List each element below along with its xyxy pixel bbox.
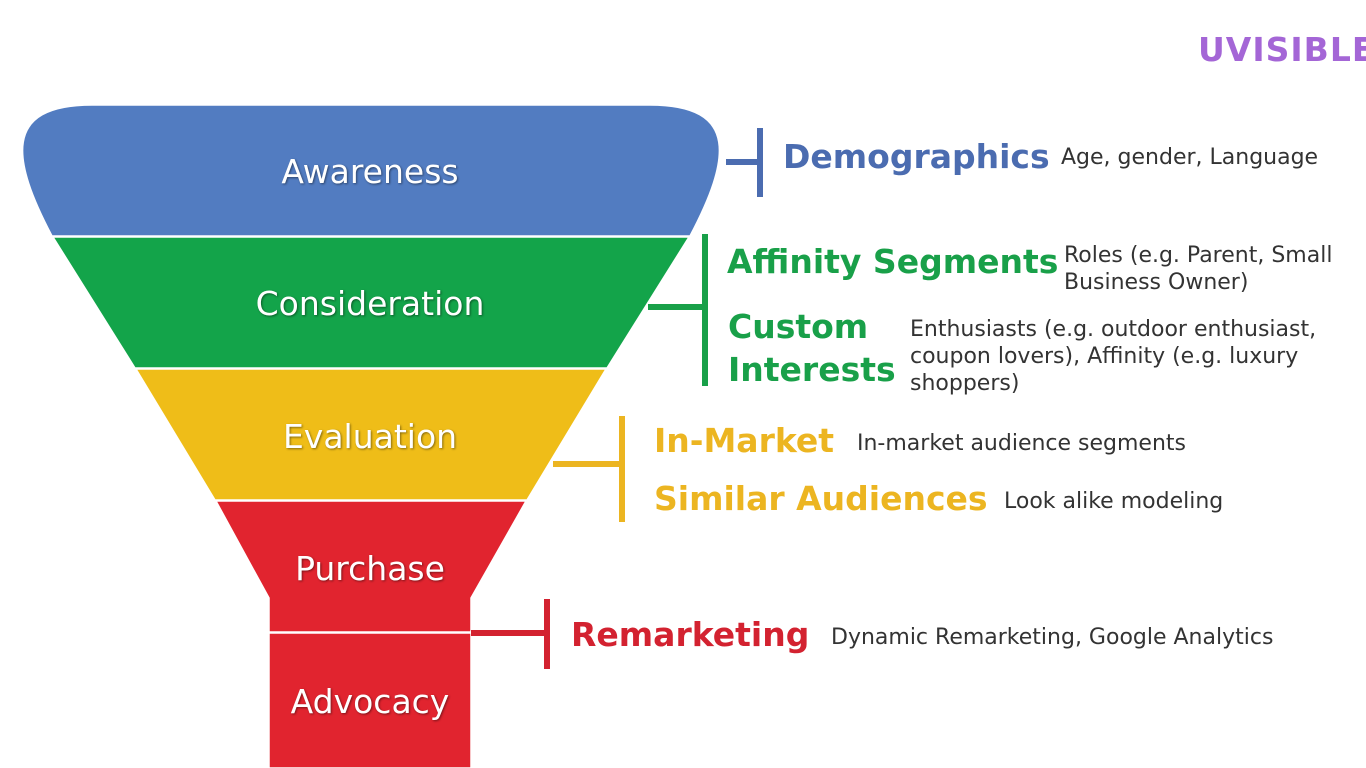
segment-desc-custom-interests: Enthusiasts (e.g. outdoor enthusiast, co… bbox=[910, 316, 1360, 397]
segment-desc-remarketing: Dynamic Remarketing, Google Analytics bbox=[831, 625, 1274, 650]
funnel-stage-evaluation bbox=[134, 368, 608, 501]
segment-desc-custom-interests-line-1: Enthusiasts (e.g. outdoor enthusiast, bbox=[910, 317, 1317, 342]
bracket-remarketing bbox=[471, 599, 550, 669]
segment-title-custom-interests-line-1: Custom bbox=[728, 307, 869, 346]
segment-title-custom-interests-line-2: Interests bbox=[728, 350, 896, 389]
segment-desc-affinity: Roles (e.g. Parent, Small Business Owner… bbox=[1064, 242, 1364, 296]
segment-desc-affinity-line-1: Roles (e.g. Parent, Small bbox=[1064, 243, 1333, 268]
segment-title-affinity: Affinity Segments bbox=[727, 242, 1059, 281]
bracket-demographics bbox=[726, 128, 763, 197]
funnel-stage-consideration bbox=[51, 236, 691, 369]
segment-desc-similar-audiences: Look alike modeling bbox=[1004, 489, 1224, 514]
segment-desc-in-market: In-market audience segments bbox=[857, 431, 1187, 456]
stage-label-advocacy: Advocacy bbox=[290, 682, 450, 721]
segment-title-remarketing: Remarketing bbox=[571, 615, 810, 654]
stage-label-consideration: Consideration bbox=[255, 284, 485, 323]
stage-label-evaluation: Evaluation bbox=[282, 417, 458, 456]
segment-desc-custom-interests-line-2: coupon lovers), Affinity (e.g. luxury bbox=[910, 344, 1299, 369]
stage-label-purchase: Purchase bbox=[295, 549, 445, 588]
segment-desc-custom-interests-line-3: shoppers) bbox=[910, 371, 1020, 396]
segment-title-custom-interests: Custom Interests bbox=[728, 305, 896, 391]
segment-desc-demographics: Age, gender, Language bbox=[1061, 145, 1319, 170]
funnel-stage-awareness bbox=[21, 104, 721, 237]
funnel-stage-advocacy bbox=[268, 632, 472, 768]
segment-title-demographics: Demographics bbox=[783, 137, 1050, 176]
bracket-affinity bbox=[648, 234, 708, 386]
segment-title-in-market: In-Market bbox=[654, 421, 835, 460]
segment-desc-affinity-line-2: Business Owner) bbox=[1064, 270, 1249, 295]
bracket-in-market bbox=[553, 416, 625, 522]
segment-title-similar-audiences: Similar Audiences bbox=[654, 479, 988, 518]
stage-label-awareness: Awareness bbox=[281, 152, 459, 191]
brand-logo: UVISIBLE bbox=[1198, 30, 1366, 69]
